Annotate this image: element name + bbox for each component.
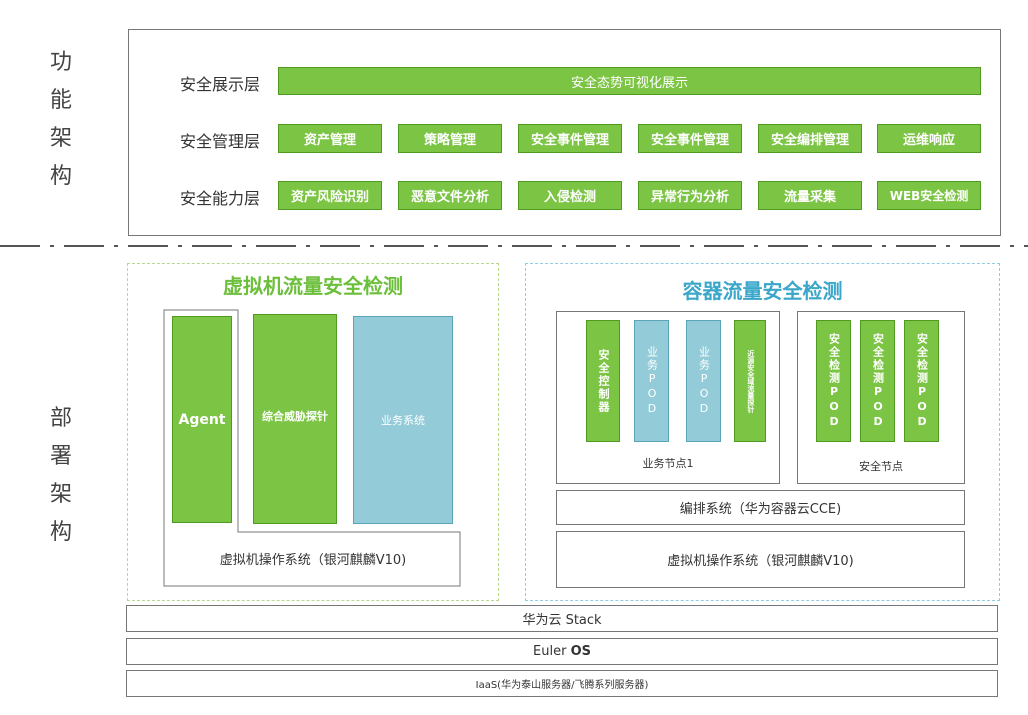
- side-char: 架: [49, 126, 72, 151]
- orchestration-system-label: 编排系统（华为容器云CCE): [679, 502, 842, 517]
- security-detection-pod-box: 安全检测POD: [904, 320, 939, 442]
- capability-item: 恶意文件分析: [398, 181, 502, 210]
- side-char: 构: [49, 520, 72, 545]
- business-pod-box: 业务POD: [634, 320, 669, 442]
- huawei-cloud-stack-label: 华为云 Stack: [522, 613, 602, 628]
- management-item: 安全编排管理: [758, 124, 862, 153]
- threat-probe-box: 综合威胁探针: [253, 314, 337, 524]
- euler-os-layer: Euler OS: [126, 638, 998, 665]
- container-detection-frame: [525, 263, 1000, 601]
- security-detection-pod-box: 安全检测POD: [860, 320, 895, 442]
- agent-box: Agent: [172, 316, 232, 523]
- function-architecture-label: 功 能 架 构: [46, 44, 76, 196]
- huawei-cloud-stack-layer: 华为云 Stack: [126, 605, 998, 632]
- capability-item: 异常行为分析: [638, 181, 742, 210]
- business-node-label: 业务节点1: [642, 457, 694, 470]
- capability-item: 资产风险识别: [278, 181, 382, 210]
- container-vm-os-label: 虚拟机操作系统（银河麒麟V10): [667, 554, 854, 569]
- euler-os-prefix: Euler: [533, 644, 571, 659]
- side-char: 能: [49, 88, 72, 113]
- security-detection-pod-box: 安全检测POD: [816, 320, 851, 442]
- layer-label-display: 安全展示层: [179, 75, 260, 94]
- vm-detection-frame: [127, 263, 499, 601]
- iaas-label: IaaS(华为泰山服务器/飞腾系列服务器): [475, 680, 649, 691]
- capability-item: 入侵检测: [518, 181, 622, 210]
- business-system-box: 业务系统: [353, 316, 453, 524]
- business-pod-box: 业务POD: [686, 320, 721, 442]
- capability-item: WEB安全检测: [877, 181, 981, 210]
- side-char: 架: [49, 482, 72, 507]
- side-char: 部: [49, 406, 72, 431]
- function-architecture-frame: [128, 29, 1001, 236]
- iaas-layer: IaaS(华为泰山服务器/飞腾系列服务器): [126, 670, 998, 697]
- container-vm-os-box: 虚拟机操作系统（银河麒麟V10): [556, 531, 965, 588]
- security-node-label: 安全节点: [859, 460, 903, 473]
- layer-label-management: 安全管理层: [179, 132, 260, 151]
- management-item: 资产管理: [278, 124, 382, 153]
- vm-detection-title: 虚拟机流量安全检测: [223, 274, 403, 298]
- situation-visualization-box: 安全态势可视化展示: [278, 67, 981, 95]
- capability-item: 流量采集: [758, 181, 862, 210]
- layer-label-capability: 安全能力层: [179, 189, 260, 208]
- orchestration-system-box: 编排系统（华为容器云CCE): [556, 490, 965, 525]
- vm-host-outline: [163, 309, 461, 587]
- euler-os-bold: OS: [570, 644, 591, 659]
- management-item: 策略管理: [398, 124, 502, 153]
- vm-os-label: 虚拟机操作系统（银河麒麟V10): [219, 553, 407, 568]
- side-char: 功: [49, 50, 72, 75]
- management-item: 安全事件管理: [638, 124, 742, 153]
- management-item: 安全事件管理: [518, 124, 622, 153]
- management-item: 运维响应: [877, 124, 981, 153]
- near-source-probe-box: 近源安全域流量探针: [734, 320, 766, 442]
- deployment-architecture-label: 部 署 架 构: [46, 400, 76, 552]
- section-divider: [0, 245, 1028, 247]
- container-detection-title: 容器流量安全检测: [682, 279, 843, 303]
- security-controller-box: 安全控制器: [586, 320, 620, 442]
- side-char: 构: [49, 164, 72, 189]
- side-char: 署: [49, 444, 72, 469]
